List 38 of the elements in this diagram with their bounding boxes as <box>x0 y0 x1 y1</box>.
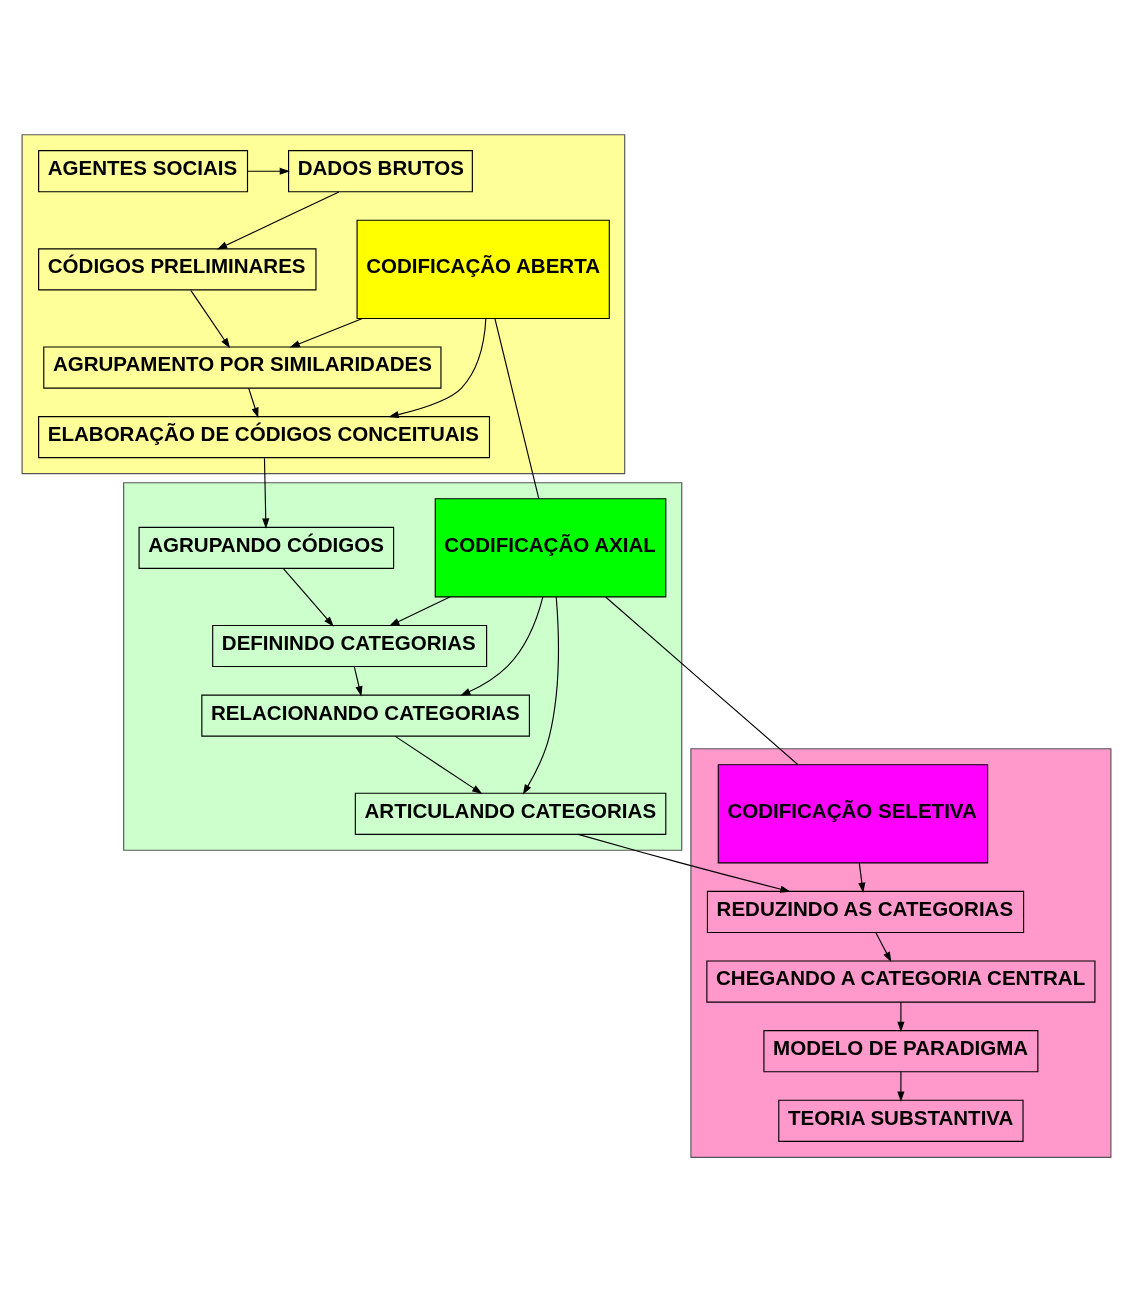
arrow <box>388 317 487 418</box>
node-box: AGENTES SOCIAIS <box>38 149 249 192</box>
arrow <box>522 595 559 795</box>
node-box: CHEGANDO A CATEGORIA CENTRAL <box>706 959 1096 1003</box>
arrow <box>190 289 231 348</box>
arrow <box>262 457 270 529</box>
cluster <box>690 747 1112 1158</box>
node-box: DEFININDO CATEGORIAS <box>212 624 488 667</box>
arrow <box>247 167 290 175</box>
arrow <box>858 862 866 893</box>
node-box: CÓDIGOS PRELIMINARES <box>38 247 317 290</box>
arrow <box>394 735 483 794</box>
cluster <box>21 133 626 474</box>
node-box: RELACIONANDO CATEGORIAS <box>201 694 530 737</box>
arrow <box>353 665 363 696</box>
node-box: MODELO DE PARADIGMA <box>763 1029 1039 1072</box>
connector <box>605 595 799 765</box>
arrow <box>875 931 892 962</box>
node-box: AGRUPANDO CÓDIGOS <box>138 526 395 569</box>
node-box: CODIFICAÇÃO SELETIVA <box>717 763 989 863</box>
node-box: ELABORAÇÃO DE CÓDIGOS CONCEITUAIS <box>38 415 491 458</box>
arrow <box>216 190 340 250</box>
node-box: DADOS BRUTOS <box>288 149 473 192</box>
node-box: TEORIA SUBSTANTIVA <box>778 1099 1024 1142</box>
cluster <box>123 481 683 851</box>
node-box: CODIFICAÇÃO ABERTA <box>356 219 610 319</box>
arrow <box>460 595 544 696</box>
node-box: ARTICULANDO CATEGORIAS <box>354 792 667 835</box>
arrow <box>389 596 451 626</box>
node-box: CODIFICAÇÃO AXIAL <box>434 497 667 597</box>
node-box: AGRUPAMENTO POR SIMILARIDADES <box>43 345 442 389</box>
connector <box>494 317 540 499</box>
arrow <box>248 387 259 418</box>
arrow <box>897 1070 905 1102</box>
node-box: REDUZINDO AS CATEGORIAS <box>706 890 1025 933</box>
arrow <box>289 317 363 348</box>
arrow <box>283 567 334 627</box>
arrow <box>897 1001 905 1032</box>
